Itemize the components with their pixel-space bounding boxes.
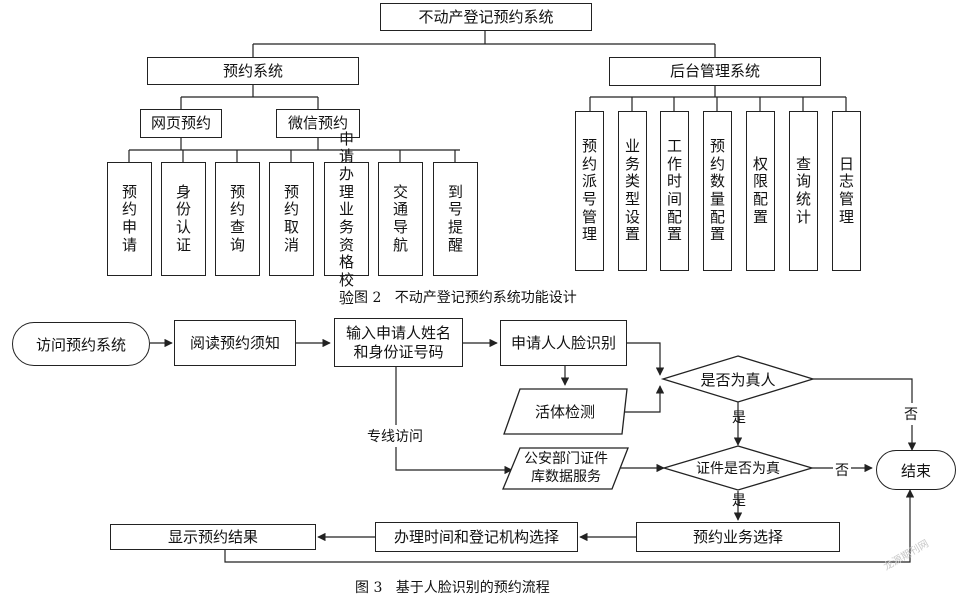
backend-function-box: 日志管理 — [832, 111, 861, 271]
front-function-box: 交通导航 — [378, 162, 423, 276]
backend-function-label: 日志管理 — [838, 154, 854, 226]
figure-2-caption: 图 2 不动产登记预约系统功能设计 — [354, 290, 577, 306]
backend-function-label: 业务类型设置 — [624, 136, 640, 244]
no-label: 否 — [904, 403, 918, 425]
front-function-label: 申请办理业务资格校验 — [338, 129, 354, 307]
backend-function-label: 工作时间配置 — [666, 136, 682, 244]
front-function-label: 预约查询 — [229, 182, 245, 254]
backend-function-box: 预约数量配置 — [703, 111, 732, 271]
backend-system-box: 后台管理系统 — [609, 57, 821, 86]
is-real-label: 是否为真人 — [700, 370, 776, 389]
cert-valid-label: 证件是否为真 — [696, 461, 780, 477]
backend-function-label: 预约数量配置 — [709, 136, 725, 244]
liveness-parallelogram — [503, 388, 628, 435]
is-real-diamond — [660, 355, 816, 403]
show-result-box: 显示预约结果 — [110, 524, 316, 550]
end-terminal: 结束 — [876, 450, 956, 490]
front-function-label: 预约申请 — [121, 182, 137, 254]
read-notice-box: 阅读预约须知 — [174, 320, 296, 366]
backend-function-box: 业务类型设置 — [618, 111, 647, 271]
front-function-label: 预约取消 — [283, 182, 299, 254]
select-business-box: 预约业务选择 — [636, 522, 840, 552]
dedicated-access-label: 专线访问 — [366, 425, 424, 447]
police-db-label: 公安部门证件库数据服务 — [524, 451, 608, 485]
yes-label: 是 — [732, 410, 746, 426]
police-db-parallelogram — [502, 447, 629, 490]
front-function-label: 身份认证 — [175, 182, 191, 254]
backend-function-label: 预约派号管理 — [581, 136, 597, 244]
cert-valid-diamond — [661, 445, 815, 491]
backend-function-label: 权限配置 — [752, 154, 768, 226]
wechat-booking-box: 微信预约 — [276, 109, 360, 138]
no-label: 否 — [833, 460, 851, 480]
backend-function-box: 工作时间配置 — [660, 111, 689, 271]
yes-label: 是 — [732, 493, 746, 509]
front-function-box: 预约查询 — [215, 162, 260, 276]
liveness-label: 活体检测 — [534, 403, 595, 421]
front-function-box: 申请办理业务资格校验 — [324, 130, 369, 307]
figure-3-caption: 图 3 基于人脸识别的预约流程 — [355, 580, 550, 596]
backend-function-label: 查询统计 — [795, 154, 811, 226]
front-function-label: 交通导航 — [392, 182, 408, 254]
front-function-label: 到号提醒 — [447, 182, 463, 254]
backend-function-box: 预约派号管理 — [575, 111, 604, 271]
select-time-org-box: 办理时间和登记机构选择 — [375, 522, 578, 552]
front-function-box: 到号提醒 — [433, 162, 478, 276]
front-function-box: 身份认证 — [161, 162, 206, 276]
start-terminal: 访问预约系统 — [12, 322, 150, 366]
backend-function-box: 查询统计 — [789, 111, 818, 271]
front-function-box: 预约取消 — [269, 162, 314, 276]
front-function-box: 预约申请 — [107, 162, 152, 276]
web-booking-box: 网页预约 — [140, 109, 222, 138]
backend-function-box: 权限配置 — [746, 111, 775, 271]
input-info-box: 输入申请人姓名和身份证号码 — [334, 318, 463, 367]
root-system-box: 不动产登记预约系统 — [380, 3, 592, 31]
appointment-system-box: 预约系统 — [147, 57, 359, 85]
face-recognition-box: 申请人人脸识别 — [500, 320, 627, 366]
